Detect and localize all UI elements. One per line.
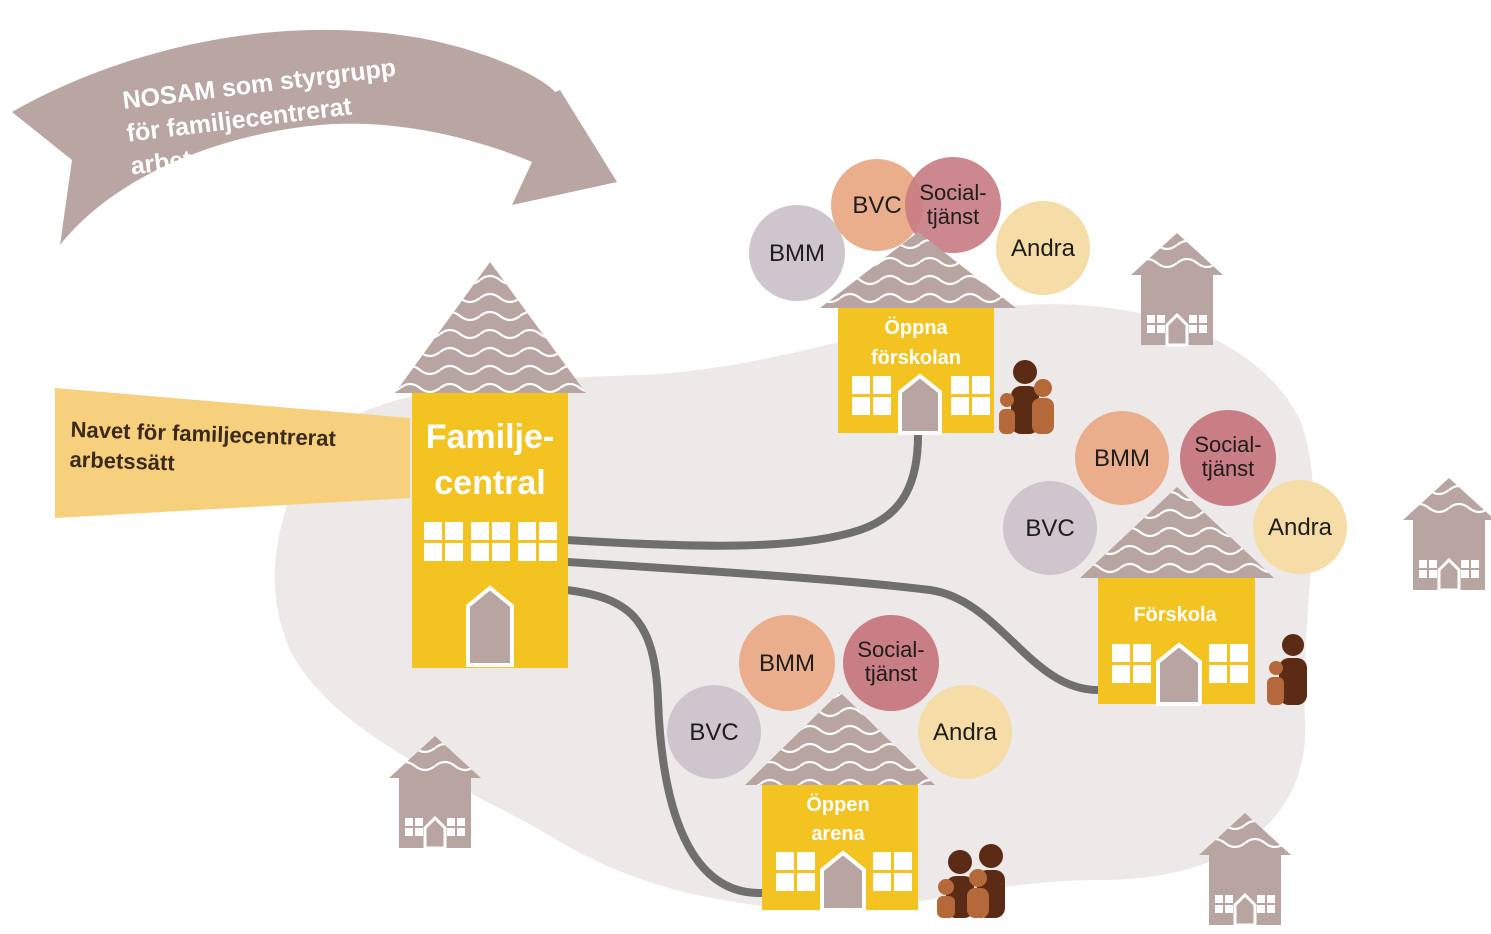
bubble-andra (996, 201, 1090, 295)
roads (563, 431, 1102, 898)
familjecentral-line-1: Familje- (426, 418, 554, 456)
bubble-bmm-label: BMM (769, 240, 825, 267)
oppen-arena-line-1: Öppen (806, 793, 869, 816)
road-to-oppen-arena (563, 586, 766, 898)
bubble-socialtjanst (905, 157, 1001, 253)
door (820, 850, 866, 912)
bubble-bvc (1003, 481, 1097, 575)
background-house-2 (1401, 476, 1491, 592)
bubble-social-line-1: Social- (857, 637, 924, 662)
road-to-forskola (563, 558, 1102, 694)
bubble-bvc-label: BVC (1025, 515, 1074, 542)
oppen-arena-line-2: arena (811, 823, 865, 845)
bubble-bvc-label: BVC (689, 719, 738, 746)
bubble-bmm (749, 205, 845, 301)
familjecentral-line-2: central (434, 464, 546, 502)
banner-arrow (12, 29, 617, 245)
bubble-bmm-label: BMM (759, 650, 815, 677)
bubble-bvc (831, 159, 923, 251)
bubble-socialtjanst (843, 615, 939, 711)
bubble-social-line-2: tjänst (865, 661, 918, 686)
family-icon (1267, 634, 1307, 705)
forskola-label: Förskola (1133, 604, 1217, 626)
bubble-bvc-label: BVC (852, 192, 901, 219)
bubble-social-line-2: tjänst (927, 204, 980, 229)
bubble-bvc (667, 685, 761, 779)
background-house-1 (1129, 231, 1225, 347)
road-to-oppna-forskolan (563, 431, 922, 550)
bubble-bmm (739, 615, 835, 711)
oppen-arena-group: BMM Social- tjänst BVC Andra Öppen arena (667, 615, 1012, 918)
oppna-forskolan-line-2: förskolan (871, 347, 961, 369)
door (466, 585, 514, 667)
bubble-social-line-1: Social- (1194, 432, 1261, 457)
bubble-andra-label: Andra (1011, 235, 1076, 262)
door (898, 373, 942, 435)
bubble-socialtjanst (1180, 410, 1276, 506)
bubble-andra-label: Andra (1268, 514, 1333, 541)
oppna-forskolan-line-1: Öppna (884, 316, 948, 339)
bubble-bmm (1075, 411, 1169, 505)
door (1156, 642, 1202, 706)
familjecentral-house: Familje- central (395, 262, 586, 668)
bubble-andra-label: Andra (933, 719, 998, 746)
oppna-forskolan-group: BMM BVC Social- tjänst Andra Öppna försk… (749, 157, 1090, 435)
navet-band (55, 388, 410, 518)
bubble-andra (1253, 480, 1347, 574)
bubble-bmm-label: BMM (1094, 445, 1150, 472)
family-icon (937, 844, 1005, 918)
bubble-social-line-1: Social- (919, 180, 986, 205)
forskola-group: BMM Social- tjänst BVC Andra Förskola (1003, 410, 1347, 706)
bubble-social-line-2: tjänst (1202, 456, 1255, 481)
bubble-andra (918, 685, 1012, 779)
family-icon (999, 360, 1054, 434)
navet-line-2: arbetssätt (69, 447, 176, 476)
